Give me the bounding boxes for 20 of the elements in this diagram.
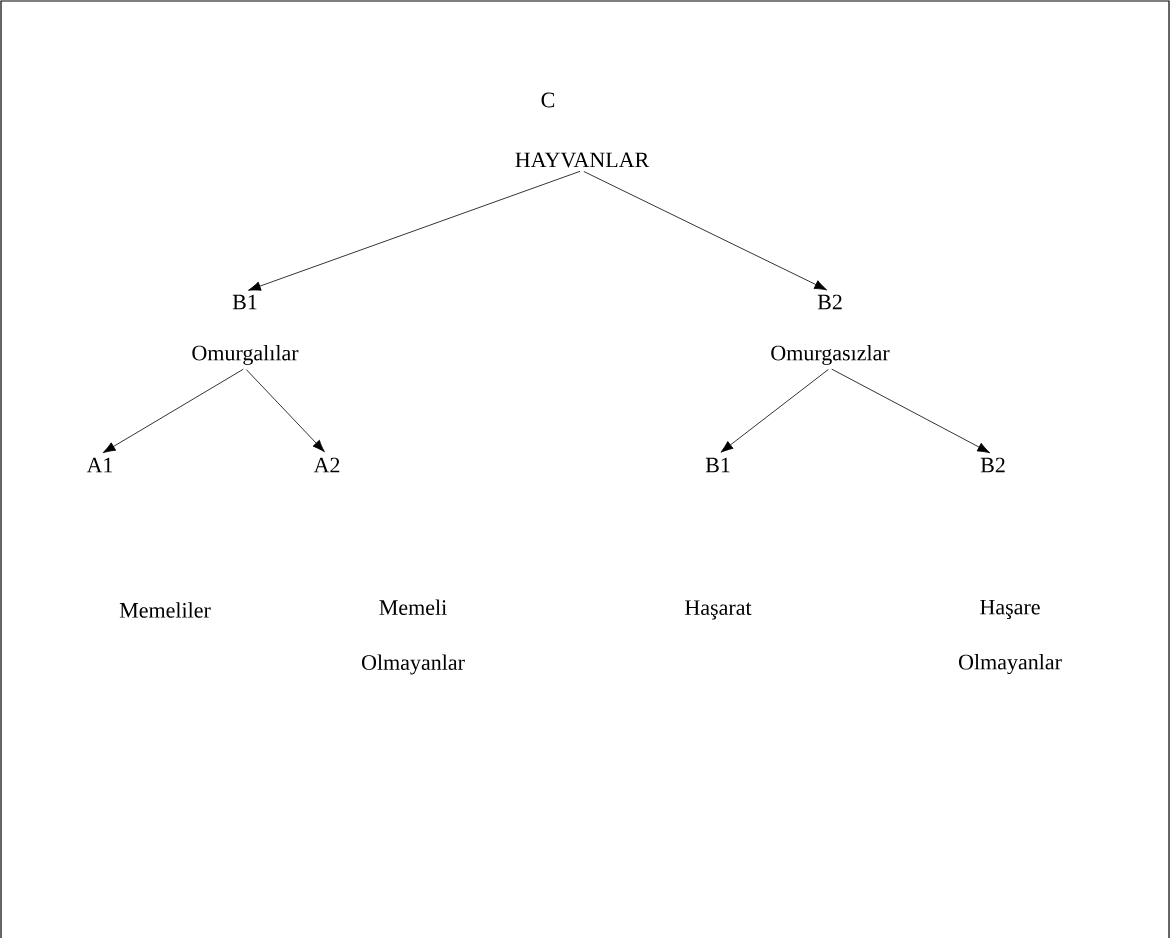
node-label: Memeli Olmayanlar [362,599,465,675]
node-label: Omurgasızlar [771,345,890,365]
node-label: A1 [86,457,113,473]
arrow [102,368,244,454]
node-label: Haşarat [685,600,752,620]
arrow [583,171,828,291]
node-label: Omurgalılar [192,345,299,365]
arrow [831,368,991,454]
node-label: A2 [313,457,340,473]
node-label: B2 [980,457,1005,473]
arrow [246,369,325,453]
node-label: Memeliler [119,602,211,618]
node-label: B1 [232,294,257,310]
arrow [248,170,581,291]
node-label: HAYVANLAR [515,152,650,168]
arrow [720,369,829,453]
node-label: C [541,92,555,108]
node-label: B2 [817,294,842,310]
node-label: B1 [705,457,730,473]
node-label: Haşare Olmayanlar [959,599,1062,675]
